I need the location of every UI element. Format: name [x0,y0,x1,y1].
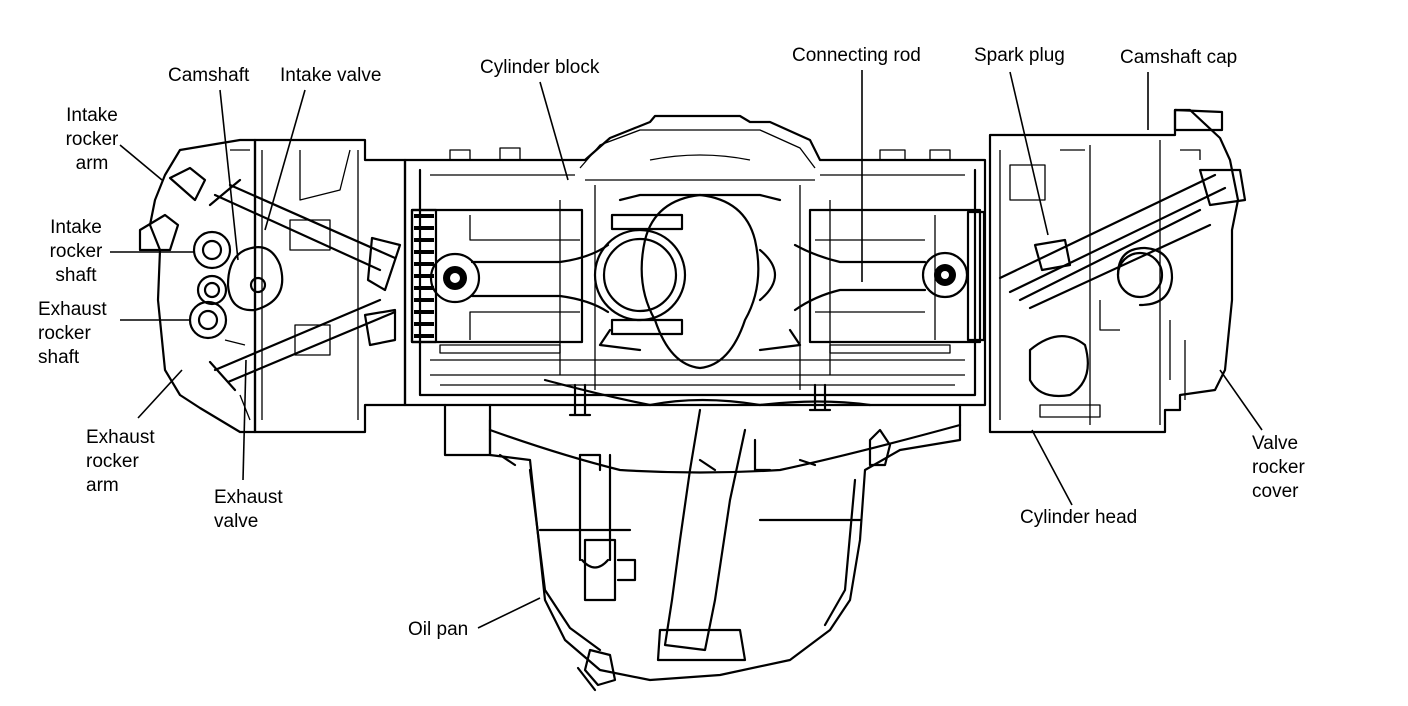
label-intake-valve: Intake valve [280,65,382,86]
label-spark-plug: Spark plug [974,45,1065,66]
cylinder-block-drawing [403,114,987,407]
label-camshaft-cap: Camshaft cap [1120,47,1238,68]
right-piston-drawing [758,208,986,344]
oil-pan-drawing [443,378,962,692]
label-cylinder-block: Cylinder block [480,57,600,78]
left-piston-drawing [410,208,687,344]
label-cylinder-head: Cylinder head [1020,507,1138,528]
right-cylinder-head-drawing [988,108,1247,434]
label-oil-pan: Oil pan [408,619,469,640]
label-connecting-rod: Connecting rod [792,45,921,66]
left-cylinder-head-drawing [138,138,407,434]
label-camshaft: Camshaft [168,65,250,86]
leader-lines [110,70,1263,629]
